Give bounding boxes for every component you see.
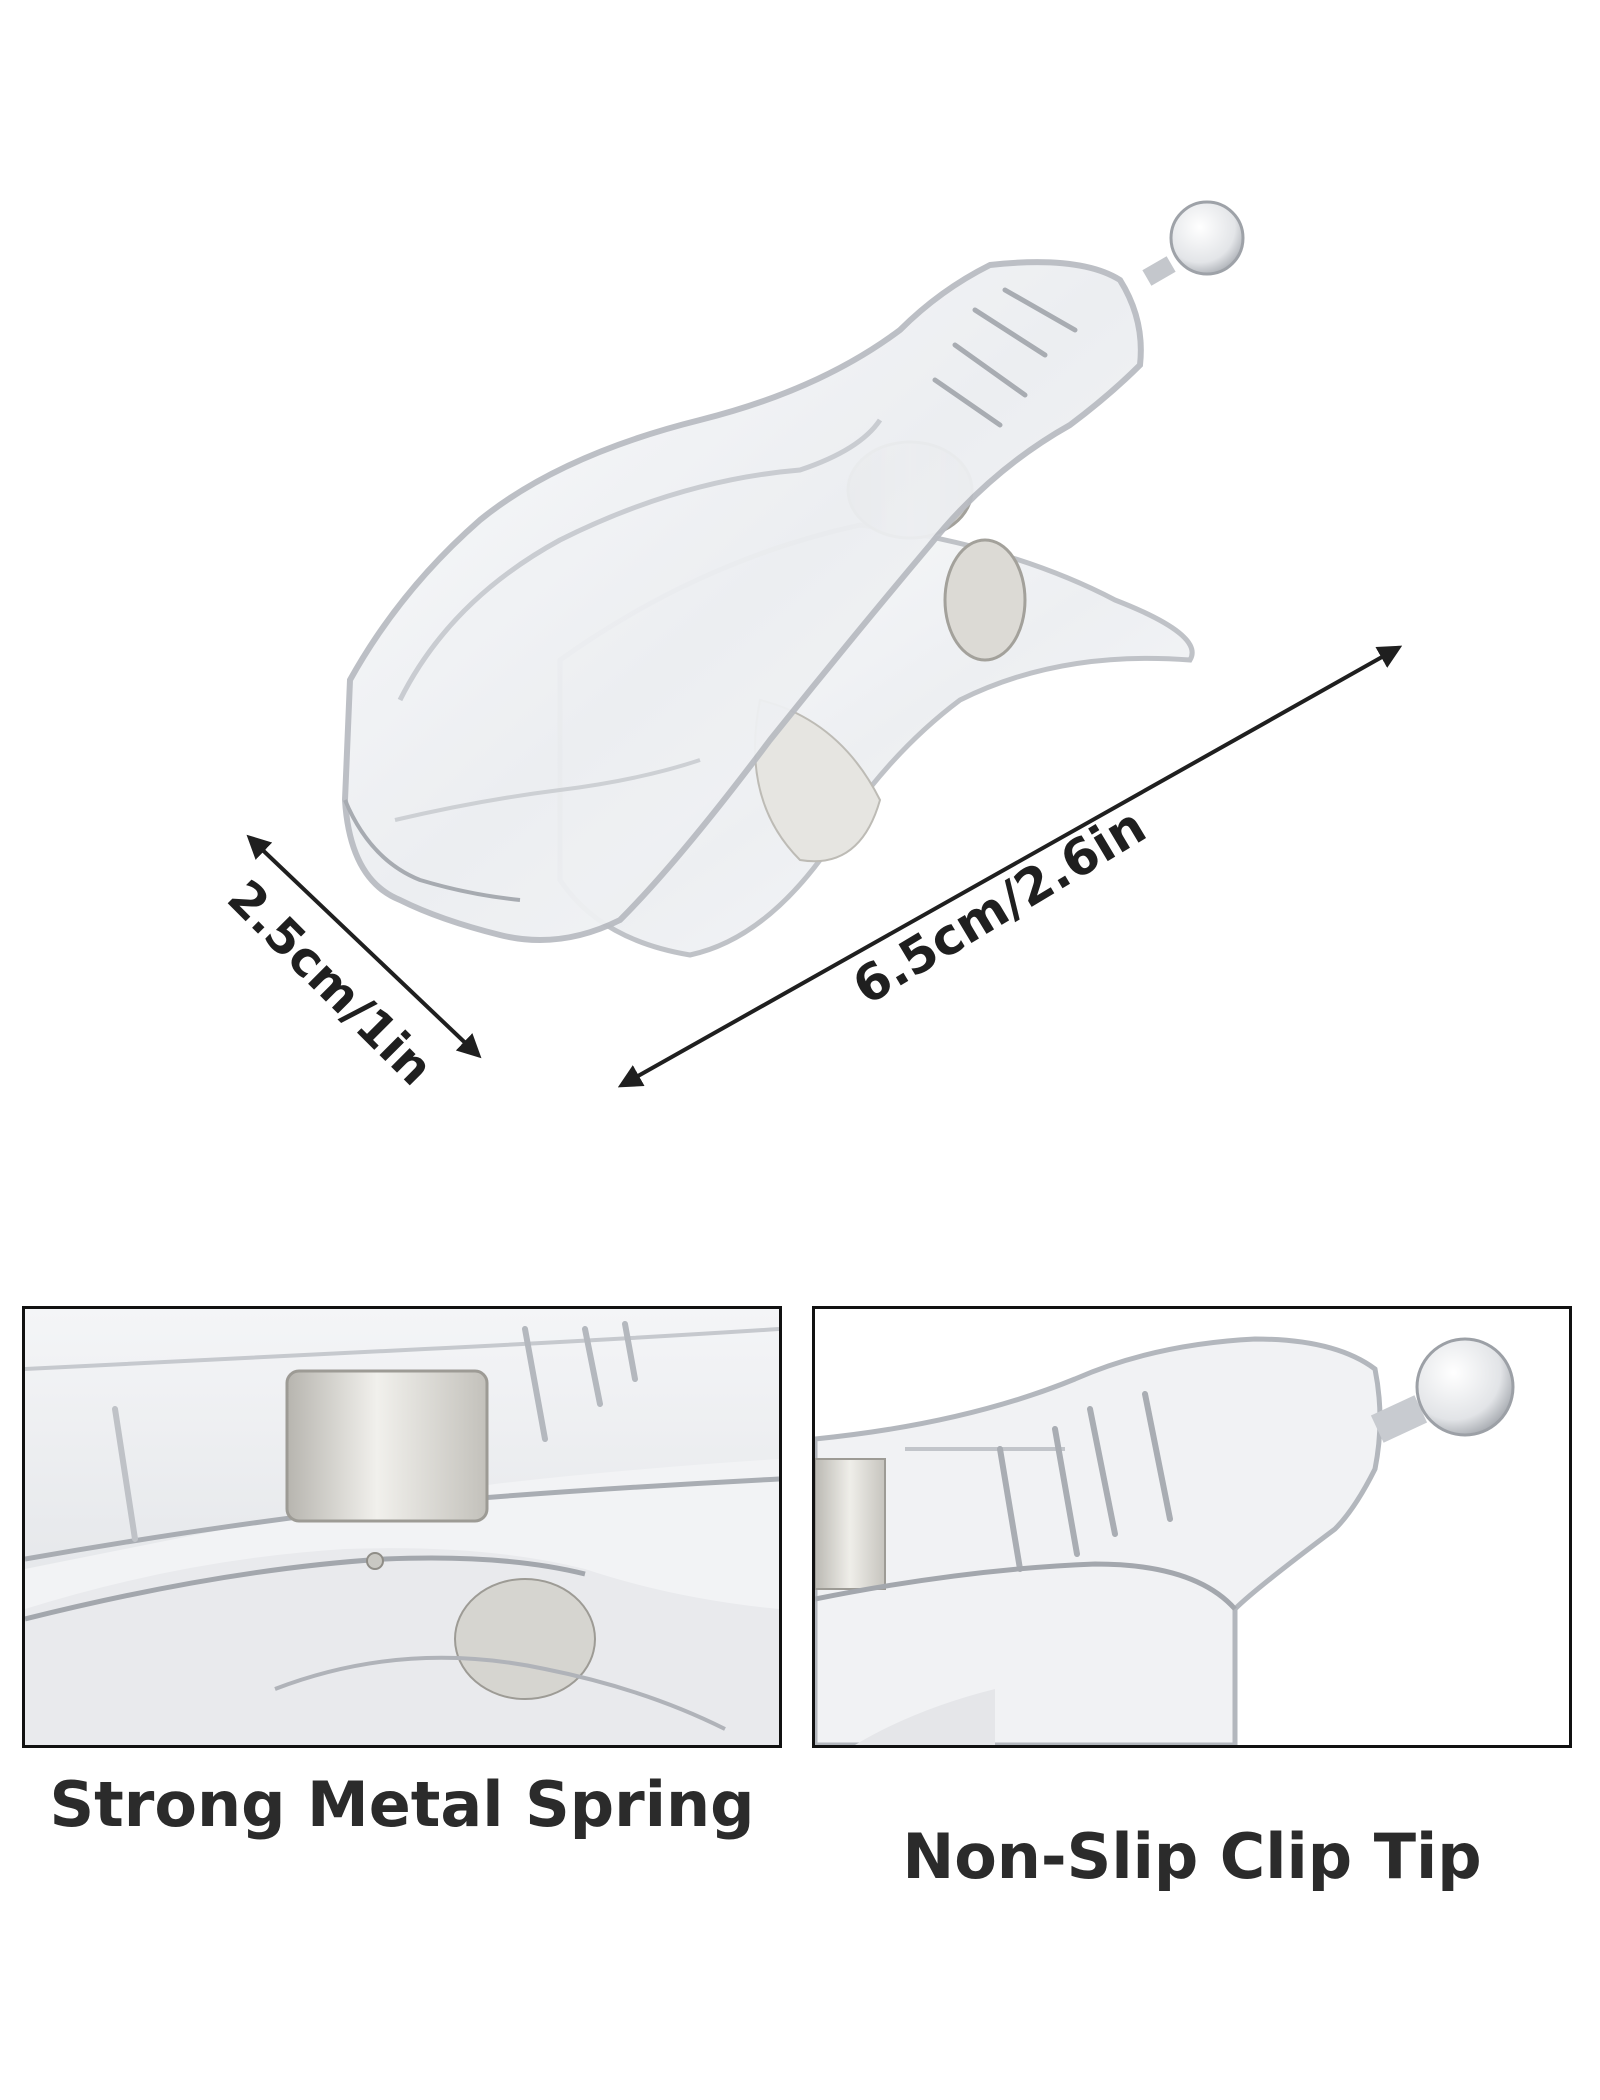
product-photo <box>246 200 1403 1088</box>
width-arrow <box>246 834 482 1059</box>
tip-feature-caption: Non-Slip Clip Tip <box>902 1820 1482 1893</box>
spring-feature-caption: Strong Metal Spring <box>49 1768 755 1841</box>
length-arrow <box>617 645 1403 1088</box>
ball-tip <box>1142 200 1245 286</box>
spring-closeup-panel <box>22 1306 782 1748</box>
clip-upper-body <box>341 259 1144 943</box>
tip-closeup-panel <box>812 1306 1572 1748</box>
